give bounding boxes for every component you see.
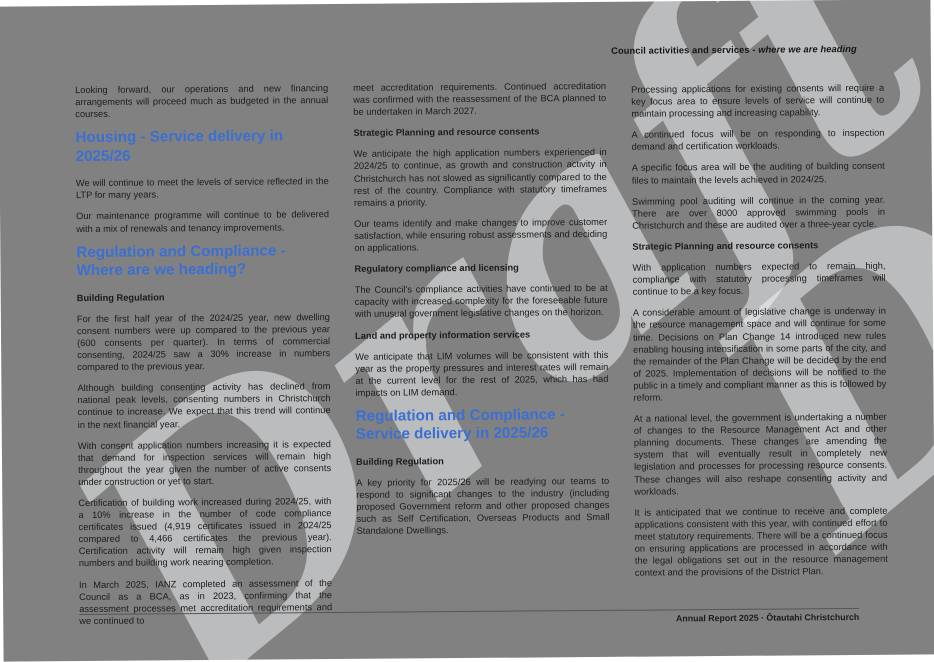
paragraph: We anticipate that LIM volumes will be c… [355,349,609,398]
paragraph: Our teams identify and make changes to i… [354,216,608,253]
section-heading: Regulation and Compliance - Service deli… [355,406,566,444]
paragraph: In March 2025, IANZ completed an assessm… [78,577,333,626]
header-section-title: Council activities and services [611,44,750,56]
page-running-header: Council activities and services - where … [611,44,857,56]
paragraph: Looking forward, our operations and new … [75,83,329,120]
paragraph: Processing applications for existing con… [631,82,885,119]
sub-heading: Building Regulation [76,292,165,303]
paragraph: We will continue to meet the levels of s… [75,176,329,201]
paragraph: Our maintenance programme will continue … [76,209,330,234]
paragraph: Certification of building work increased… [78,496,332,569]
sub-heading: Strategic Planning and resource consents [353,126,540,139]
text-column-2: meet accreditation requirements. Continu… [353,80,610,547]
paragraph: The Council's compliance activities have… [354,283,608,320]
paragraph: A key priority for 2025/26 will be ready… [356,475,610,537]
sub-heading: Strategic Planning and resource consents [632,240,819,252]
sub-heading: Regulatory compliance and licensing [354,262,519,275]
paragraph: With consent application numbers increas… [77,438,332,487]
paragraph: meet accreditation requirements. Continu… [353,80,607,118]
paragraph: A considerable amount of legislative cha… [632,306,887,403]
paragraph: With application numbers expected to rem… [632,260,886,297]
section-heading: Housing - Service delivery in 2025/26 [75,127,284,165]
text-column-3: Processing applications for existing con… [631,82,888,588]
section-heading: Regulation and Compliance - Where are we… [76,242,286,280]
page-footer-text: Annual Report 2025 · Ōtautahi Christchur… [675,611,860,624]
sub-heading: Land and property information services [354,329,531,341]
paragraph: Swimming pool auditing will continue in … [631,194,886,231]
paragraph: A specific focus area will be the auditi… [631,161,885,186]
paragraph: A continued focus will be on responding … [631,127,885,153]
paragraph: It is anticipated that we continue to re… [634,505,888,578]
header-subtitle: - where we are heading [749,43,857,55]
paragraph: We anticipate the high application numbe… [353,147,607,208]
paragraph: For the first half year of the 2024/25 y… [76,311,331,373]
paragraph: Although building consenting activity ha… [77,381,331,430]
sub-heading: Building Regulation [355,456,444,467]
paragraph: At a national level, the government is u… [633,411,888,497]
text-column-1: Looking forward, our operations and new … [75,82,332,636]
